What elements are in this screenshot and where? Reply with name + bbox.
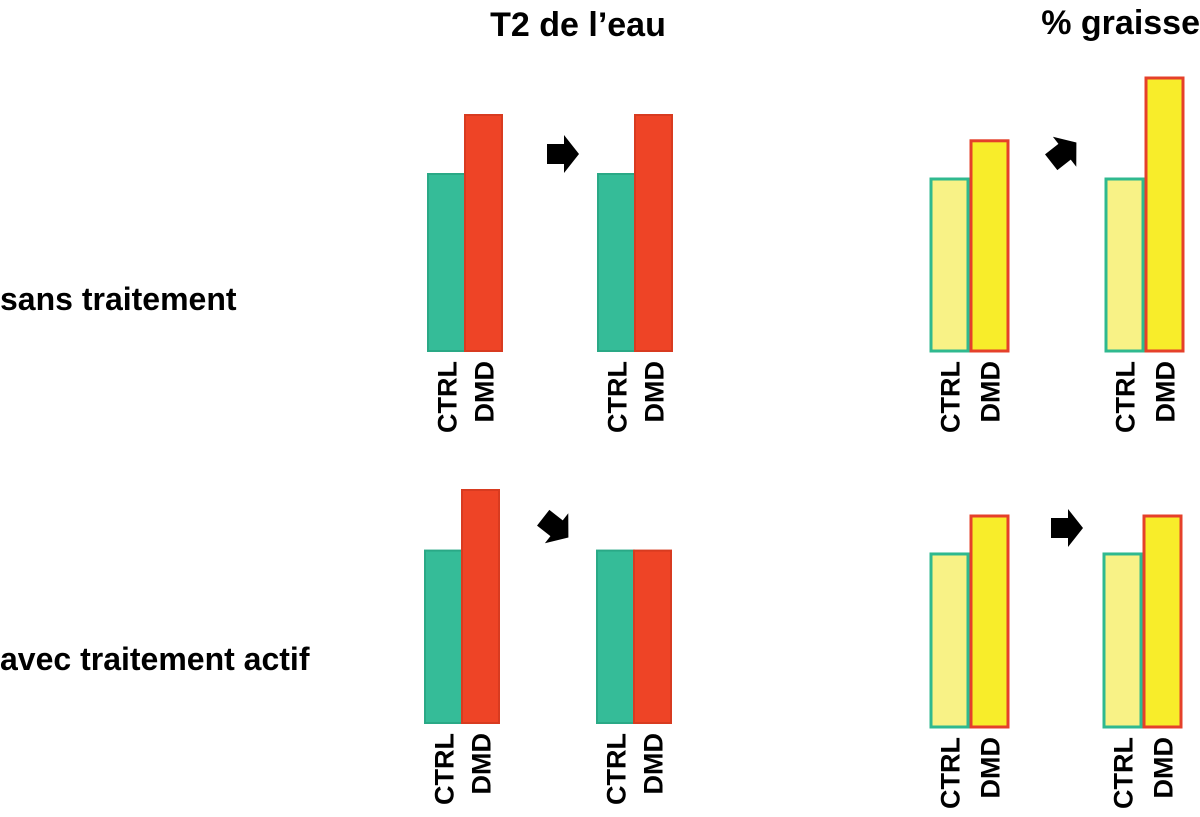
ctrl-label: CTRL: [1109, 737, 1139, 809]
dmd-label: DMD: [640, 361, 670, 423]
dmd-label: DMD: [976, 737, 1006, 799]
dmd-label: DMD: [976, 361, 1006, 423]
bar-panel-fat-treated-before: CTRL DMD: [929, 514, 1010, 809]
bar-panel-fat-untreated-after: CTRL DMD: [1104, 76, 1185, 433]
ctrl-label: CTRL: [1111, 361, 1141, 433]
dmd-label: DMD: [467, 733, 497, 795]
ctrl-label: CTRL: [433, 361, 463, 433]
ctrl-bar: [424, 549, 463, 725]
ctrl-label: CTRL: [430, 733, 460, 805]
dmd-label: DMD: [1149, 737, 1179, 799]
arrow-t2-untreated-icon: [547, 135, 579, 173]
ctrl-bar: [1102, 552, 1143, 729]
column-title-fat: % graisse: [1041, 4, 1200, 42]
ctrl-label: CTRL: [603, 361, 633, 433]
dmd-bar: [461, 489, 500, 724]
dmd-bar: [634, 114, 673, 352]
bar-panel-fat-untreated-before: CTRL DMD: [929, 139, 1010, 433]
row-label-untreated: sans traitement: [0, 281, 237, 317]
dmd-label: DMD: [1151, 361, 1181, 423]
ctrl-label: CTRL: [602, 733, 632, 805]
ctrl-label: CTRL: [936, 737, 966, 809]
ctrl-bar: [596, 549, 635, 725]
dmd-label: DMD: [470, 361, 500, 423]
ctrl-bar: [1104, 177, 1145, 353]
dmd-bar: [969, 139, 1010, 353]
arrow-t2-treated-icon: [537, 509, 569, 544]
ctrl-label: CTRL: [936, 361, 966, 433]
ctrl-bar: [427, 173, 466, 352]
dmd-bar: [464, 114, 503, 352]
dmd-label: DMD: [639, 733, 669, 795]
dmd-bar: [1142, 514, 1183, 729]
dmd-bar: [1144, 76, 1185, 353]
dmd-bar: [969, 514, 1010, 729]
ctrl-bar: [929, 177, 970, 353]
ctrl-bar: [929, 552, 970, 729]
transition-arrows: [537, 135, 1083, 547]
ctrl-bar: [597, 173, 636, 352]
row-label-treated: avec traitement actif: [0, 641, 310, 677]
column-title-t2: T2 de l’eau: [490, 6, 666, 44]
arrow-fat-treated-icon: [1051, 509, 1083, 547]
dmd-bar: [633, 549, 672, 725]
arrow-fat-untreated-icon: [1045, 136, 1077, 171]
bar-panel-fat-treated-after: CTRL DMD: [1102, 514, 1183, 809]
